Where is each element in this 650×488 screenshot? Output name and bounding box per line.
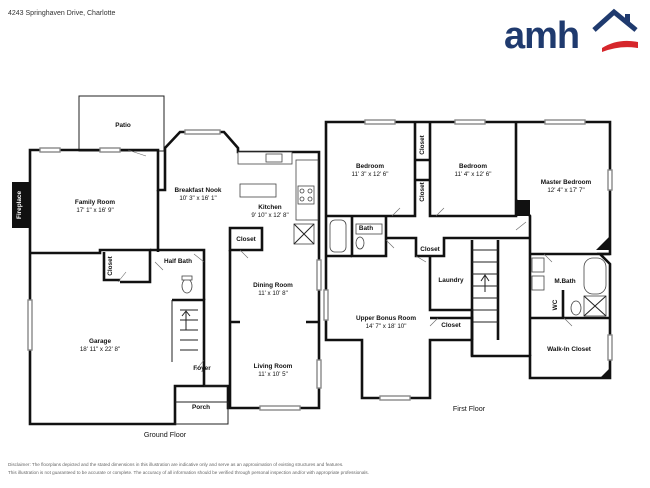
- room-label-wc: WC: [552, 299, 559, 310]
- property-address: 4243 Springhaven Drive, Charlotte: [8, 10, 116, 17]
- room-dims-dining-room: 11' x 10' 8": [258, 290, 288, 297]
- logo-text: amh: [504, 15, 579, 56]
- room-dims-garage: 18' 11" x 22' 8": [80, 346, 120, 353]
- room-label-bedroom-2: Bedroom: [459, 163, 487, 170]
- room-label-family-room: Family Room: [75, 199, 115, 206]
- room-dims-family-room: 17' 1" x 16' 9": [76, 207, 113, 214]
- fireplace-box: [12, 182, 30, 228]
- kitchen-island: [239, 183, 277, 198]
- room-dims-breakfast-nook: 10' 3" x 16' 1": [179, 195, 216, 202]
- room-label-porch: Porch: [192, 404, 210, 411]
- garage-wall: [30, 248, 152, 284]
- disclaimer-line-2: This illustration is not guaranteed to b…: [8, 469, 369, 475]
- room-label-closet-hall: Closet: [420, 246, 440, 253]
- logo-chimney-icon: [625, 14, 630, 23]
- room-label-garage: Garage: [89, 338, 111, 345]
- room-label-m-bath: M.Bath: [554, 278, 575, 285]
- room-dims-upper-bonus-room: 14' 7" x 18' 10": [366, 323, 407, 330]
- disclaimer-line-1: Disclaimer: The floorplans depicted and …: [8, 462, 344, 467]
- logo-roof-icon: [592, 8, 638, 32]
- room-label-laundry: Laundry: [438, 277, 464, 284]
- amh-logo: amh: [504, 8, 638, 56]
- room-label-upper-bonus-room: Upper Bonus Room: [356, 315, 416, 322]
- room-label-dining-room: Dining Room: [253, 282, 293, 289]
- floor-label-first: First Floor: [453, 404, 486, 413]
- room-label-foyer: Foyer: [193, 365, 211, 372]
- logo-swoosh-icon: [602, 40, 638, 52]
- room-label-patio: Patio: [115, 122, 131, 129]
- floor-label-ground: Ground Floor: [144, 430, 187, 439]
- room-label-walk-in-closet: Walk-In Closet: [547, 346, 592, 353]
- room-label-half-bath: Half Bath: [164, 258, 192, 265]
- room-label-kitchen: Kitchen: [258, 204, 282, 211]
- room-dims-bedroom-2: 11' 4" x 12' 6": [455, 171, 492, 178]
- room-dims-kitchen: 9' 10" x 12' 8": [251, 212, 288, 219]
- porch-outline: [175, 401, 229, 425]
- room-label-master-bedroom: Master Bedroom: [541, 179, 592, 186]
- room-label-bath: Bath: [359, 225, 373, 232]
- room-label-closet-top-1: Closet: [419, 134, 426, 154]
- room-label-closet-kitchen: Closet: [236, 236, 256, 243]
- room-label-bedroom-1: Bedroom: [356, 163, 384, 170]
- first-floor-plan: Bedroom 11' 3" x 12' 6" Closet Closet Be…: [323, 119, 613, 413]
- ground-floor-plan: Patio Family Room 17' 1" x 16' 9" Firepl…: [12, 95, 322, 439]
- room-label-closet-garage: Closet: [107, 255, 114, 275]
- room-dims-living-room: 11' x 10' 5": [258, 371, 288, 378]
- room-dims-bedroom-1: 11' 3" x 12' 6": [352, 171, 389, 178]
- room-label-closet-top-2: Closet: [419, 181, 426, 201]
- room-label-breakfast-nook: Breakfast Nook: [175, 187, 222, 194]
- room-label-closet-bonus: Closet: [441, 322, 461, 329]
- ground-outer-wall: [28, 130, 321, 426]
- room-label-fireplace: Fireplace: [16, 191, 23, 220]
- room-dims-master-bedroom: 12' 4" x 17' 7": [547, 187, 584, 194]
- room-label-living-room: Living Room: [254, 363, 293, 370]
- disclaimer: Disclaimer: The floorplans depicted and …: [8, 461, 468, 476]
